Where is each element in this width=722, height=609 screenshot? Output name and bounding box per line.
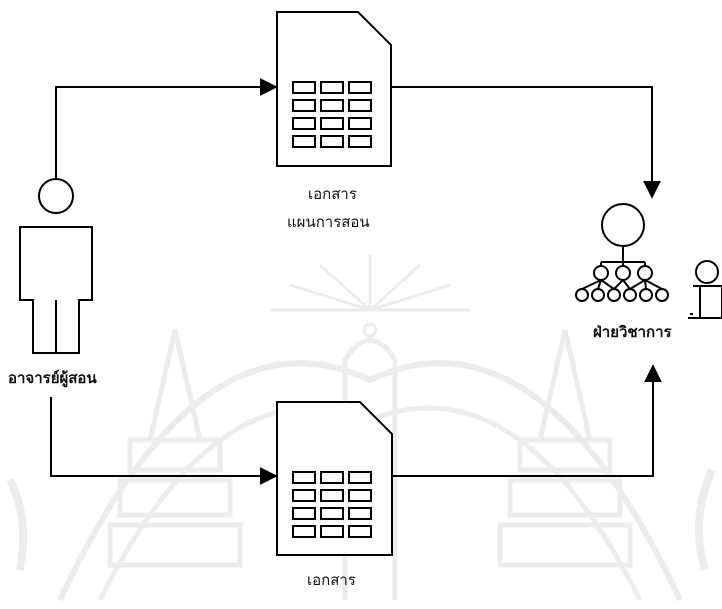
academic-affairs-label: ฝ่ายวิชาการ	[593, 323, 672, 341]
doc-bottom-label-line1: เอกสาร	[307, 571, 356, 589]
org-chart-icon	[575, 203, 669, 302]
edge-teacher-to-doc-bottom	[50, 397, 278, 485]
edge-doc-top-to-academic	[390, 86, 661, 199]
person-icon	[19, 178, 93, 354]
university-seal-watermark	[6, 255, 716, 602]
document-table-icon	[276, 11, 392, 167]
doc-top-label-line2: แผนการสอน	[287, 213, 370, 231]
teacher-label: อาจารย์ผู้สอน	[8, 369, 97, 387]
document-table-icon	[276, 401, 393, 556]
doc-top-label-line1: เอกสาร	[308, 185, 357, 203]
edge-teacher-to-doc-top	[55, 78, 278, 181]
person-icon	[688, 260, 722, 319]
edge-doc-bottom-to-academic	[392, 364, 662, 477]
